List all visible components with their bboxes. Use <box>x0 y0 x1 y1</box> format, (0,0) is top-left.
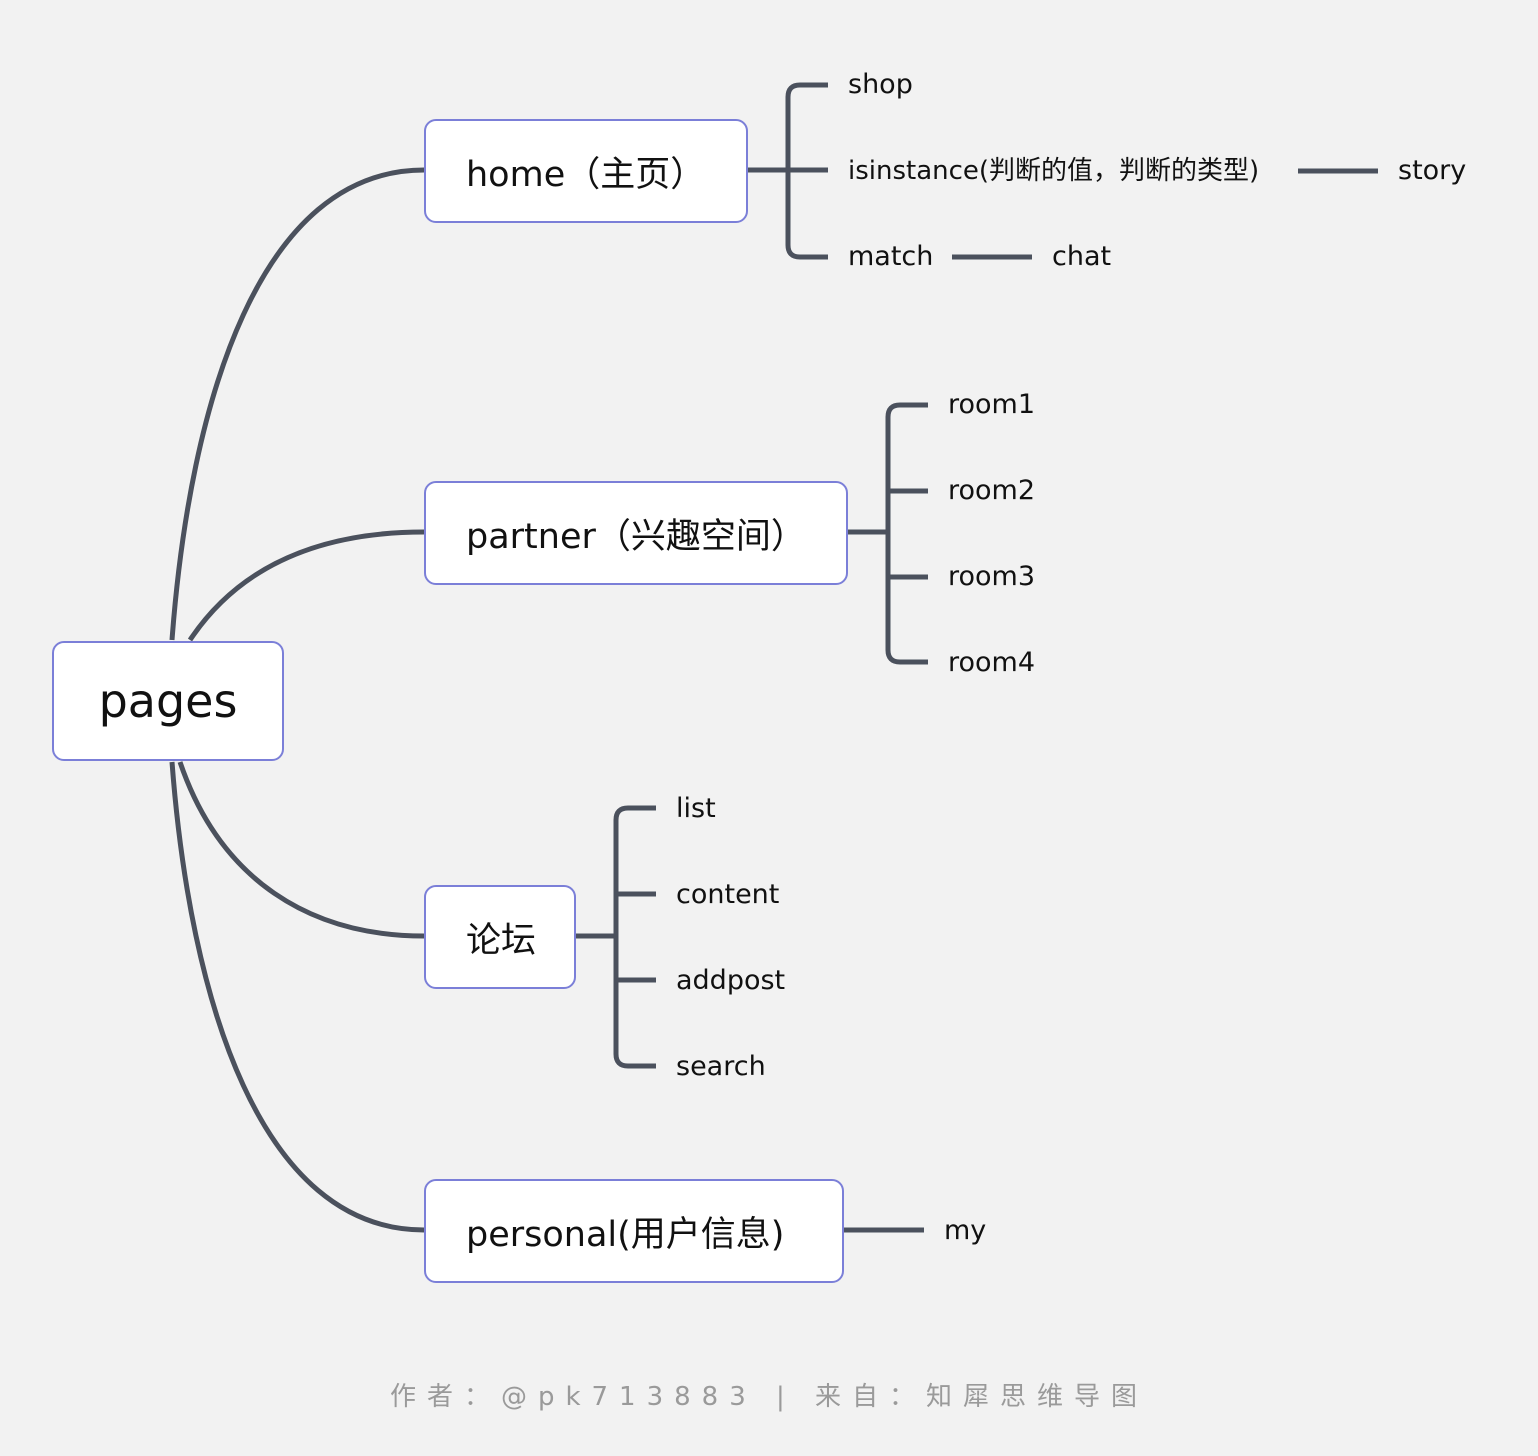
leaf-node-addpost[interactable]: addpost <box>676 965 786 996</box>
branch-node-label: home（主页） <box>466 154 706 195</box>
connector-root-partner <box>187 529 425 642</box>
branch-node-label: partner（兴趣空间） <box>466 516 806 557</box>
branch-node-home[interactable]: home（主页） <box>424 119 748 223</box>
branch-node-forum[interactable]: 论坛 <box>424 885 576 989</box>
connector-root-home <box>169 167 425 641</box>
leaf-node-list[interactable]: list <box>676 793 716 824</box>
leaf-node-content[interactable]: content <box>676 879 780 910</box>
footer-credit: 作者：@pk713883 | 来自：知犀思维导图 <box>389 1382 1149 1412</box>
connector-forum-bracket <box>613 805 656 1069</box>
leaf-node-room3[interactable]: room3 <box>948 561 1036 592</box>
root-node-label: pages <box>98 674 238 728</box>
leaf-node-search[interactable]: search <box>676 1051 766 1082</box>
branch-node-partner[interactable]: partner（兴趣空间） <box>424 481 848 585</box>
leaf-node-chat[interactable]: chat <box>1052 241 1112 272</box>
leaf-node-match[interactable]: match <box>848 241 934 272</box>
leaf-node-story[interactable]: story <box>1398 155 1467 186</box>
leaf-node-room2[interactable]: room2 <box>948 475 1036 506</box>
branch-node-label: personal(用户信息) <box>466 1214 785 1255</box>
root-node[interactable]: pages <box>52 641 284 761</box>
connector-partner-bracket <box>885 402 928 665</box>
connector-root-forum <box>177 761 425 939</box>
leaf-node-shop[interactable]: shop <box>848 69 913 100</box>
branch-node-personal[interactable]: personal(用户信息) <box>424 1179 844 1283</box>
branch-node-label: 论坛 <box>466 920 537 961</box>
leaf-node-isinstance[interactable]: isinstance(判断的值，判断的类型) <box>848 156 1260 186</box>
leaf-node-room4[interactable]: room4 <box>948 647 1036 678</box>
leaf-node-room1[interactable]: room1 <box>948 389 1036 420</box>
connector-root-personal <box>169 761 425 1233</box>
leaf-node-my[interactable]: my <box>944 1215 987 1246</box>
